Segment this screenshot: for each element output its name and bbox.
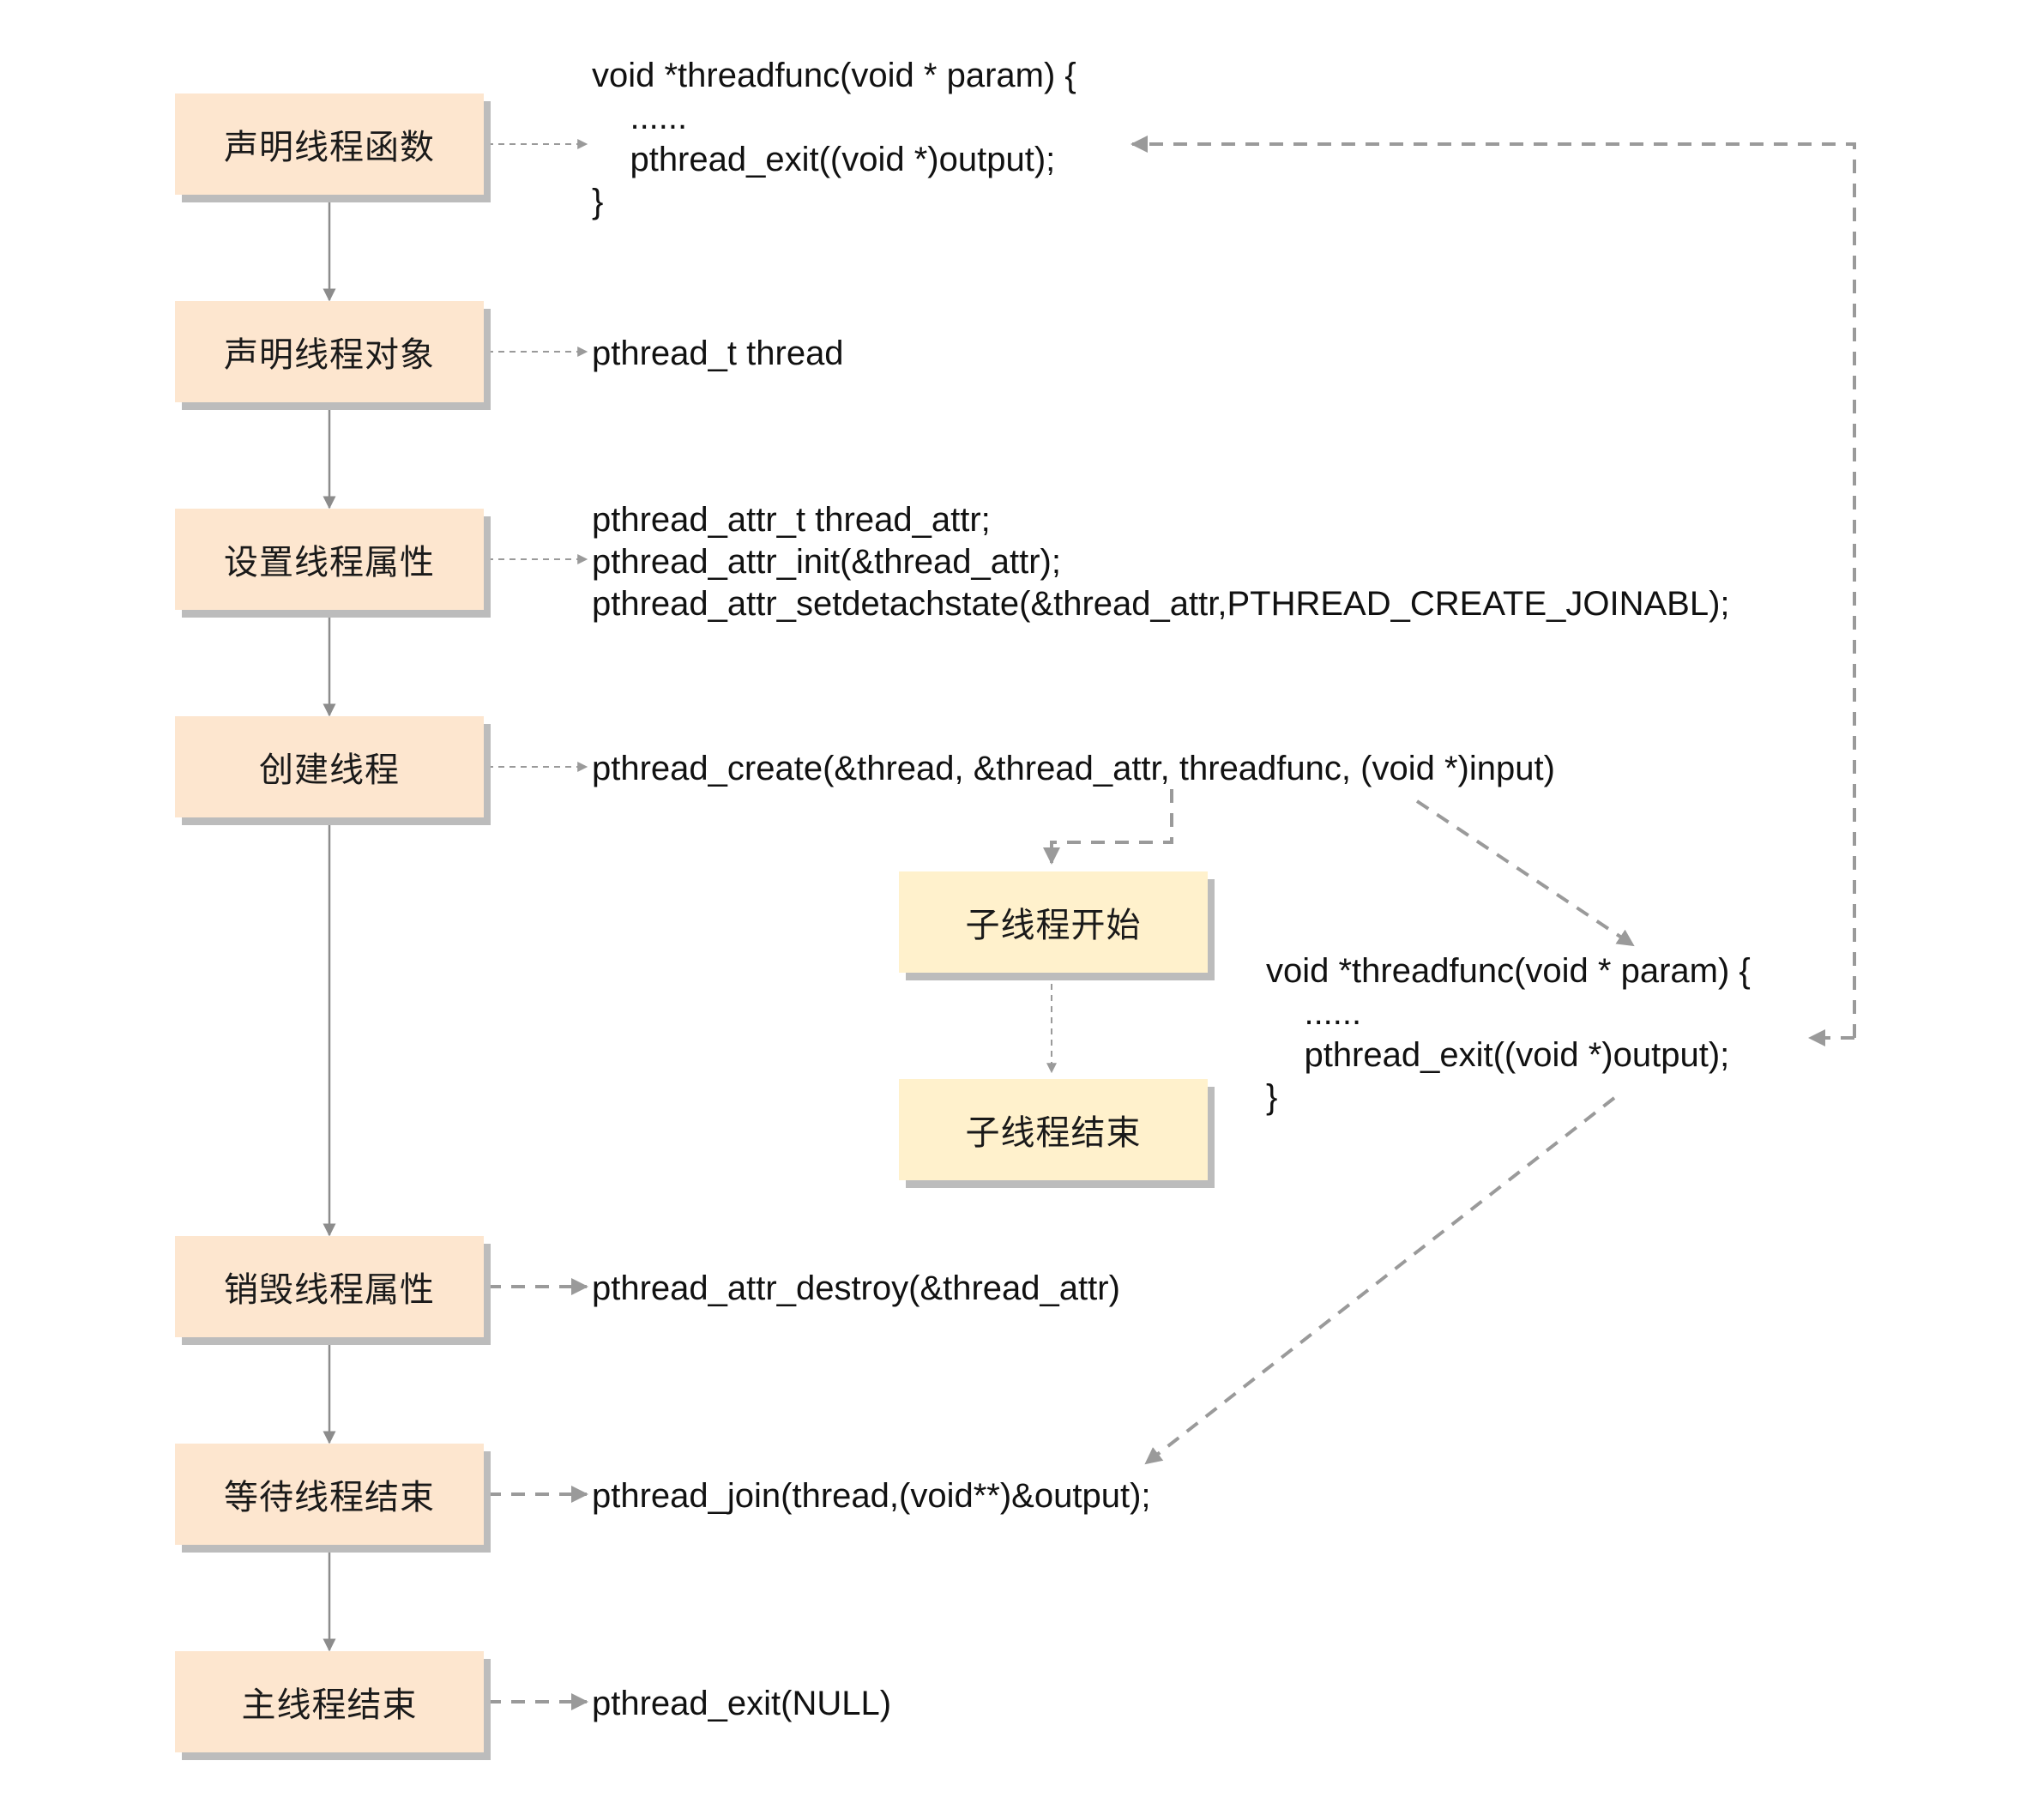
- step-wait-thread-end: 等待线程结束: [175, 1444, 484, 1545]
- step-child-thread-end: 子线程结束: [899, 1079, 1208, 1180]
- output-to-join-arrow: [1144, 1096, 1616, 1465]
- step-destroy-thread-attr: 销毁线程属性: [175, 1236, 484, 1337]
- step-child-thread-start: 子线程开始: [899, 871, 1208, 973]
- step-declare-thread-object: 声明线程对象: [175, 301, 484, 402]
- code-declare-func: void *threadfunc(void * param) { ...... …: [592, 57, 1076, 220]
- func-link-arrow-top: [1131, 136, 1856, 1038]
- create-to-func-arrow: [1415, 799, 1635, 947]
- code-main-exit: pthread_exit(NULL): [592, 1685, 892, 1722]
- code-declare-object: pthread_t thread: [592, 335, 844, 372]
- code-create-thread: pthread_create(&thread, &thread_attr, th…: [592, 750, 1555, 787]
- step-create-thread: 创建线程: [175, 716, 484, 817]
- step-main-thread-end: 主线程结束: [175, 1651, 484, 1752]
- code-join-thread: pthread_join(thread,(void**)&output);: [592, 1477, 1151, 1515]
- code-destroy-attr: pthread_attr_destroy(&thread_attr): [592, 1269, 1120, 1307]
- step-declare-thread-func: 声明线程函数: [175, 93, 484, 195]
- code-child-func: void *threadfunc(void * param) { ...... …: [1266, 952, 1751, 1116]
- create-to-child-arrow: [1043, 789, 1173, 865]
- code-set-attr: pthread_attr_t thread_attr; pthread_attr…: [592, 501, 1730, 623]
- step-set-thread-attr: 设置线程属性: [175, 509, 484, 610]
